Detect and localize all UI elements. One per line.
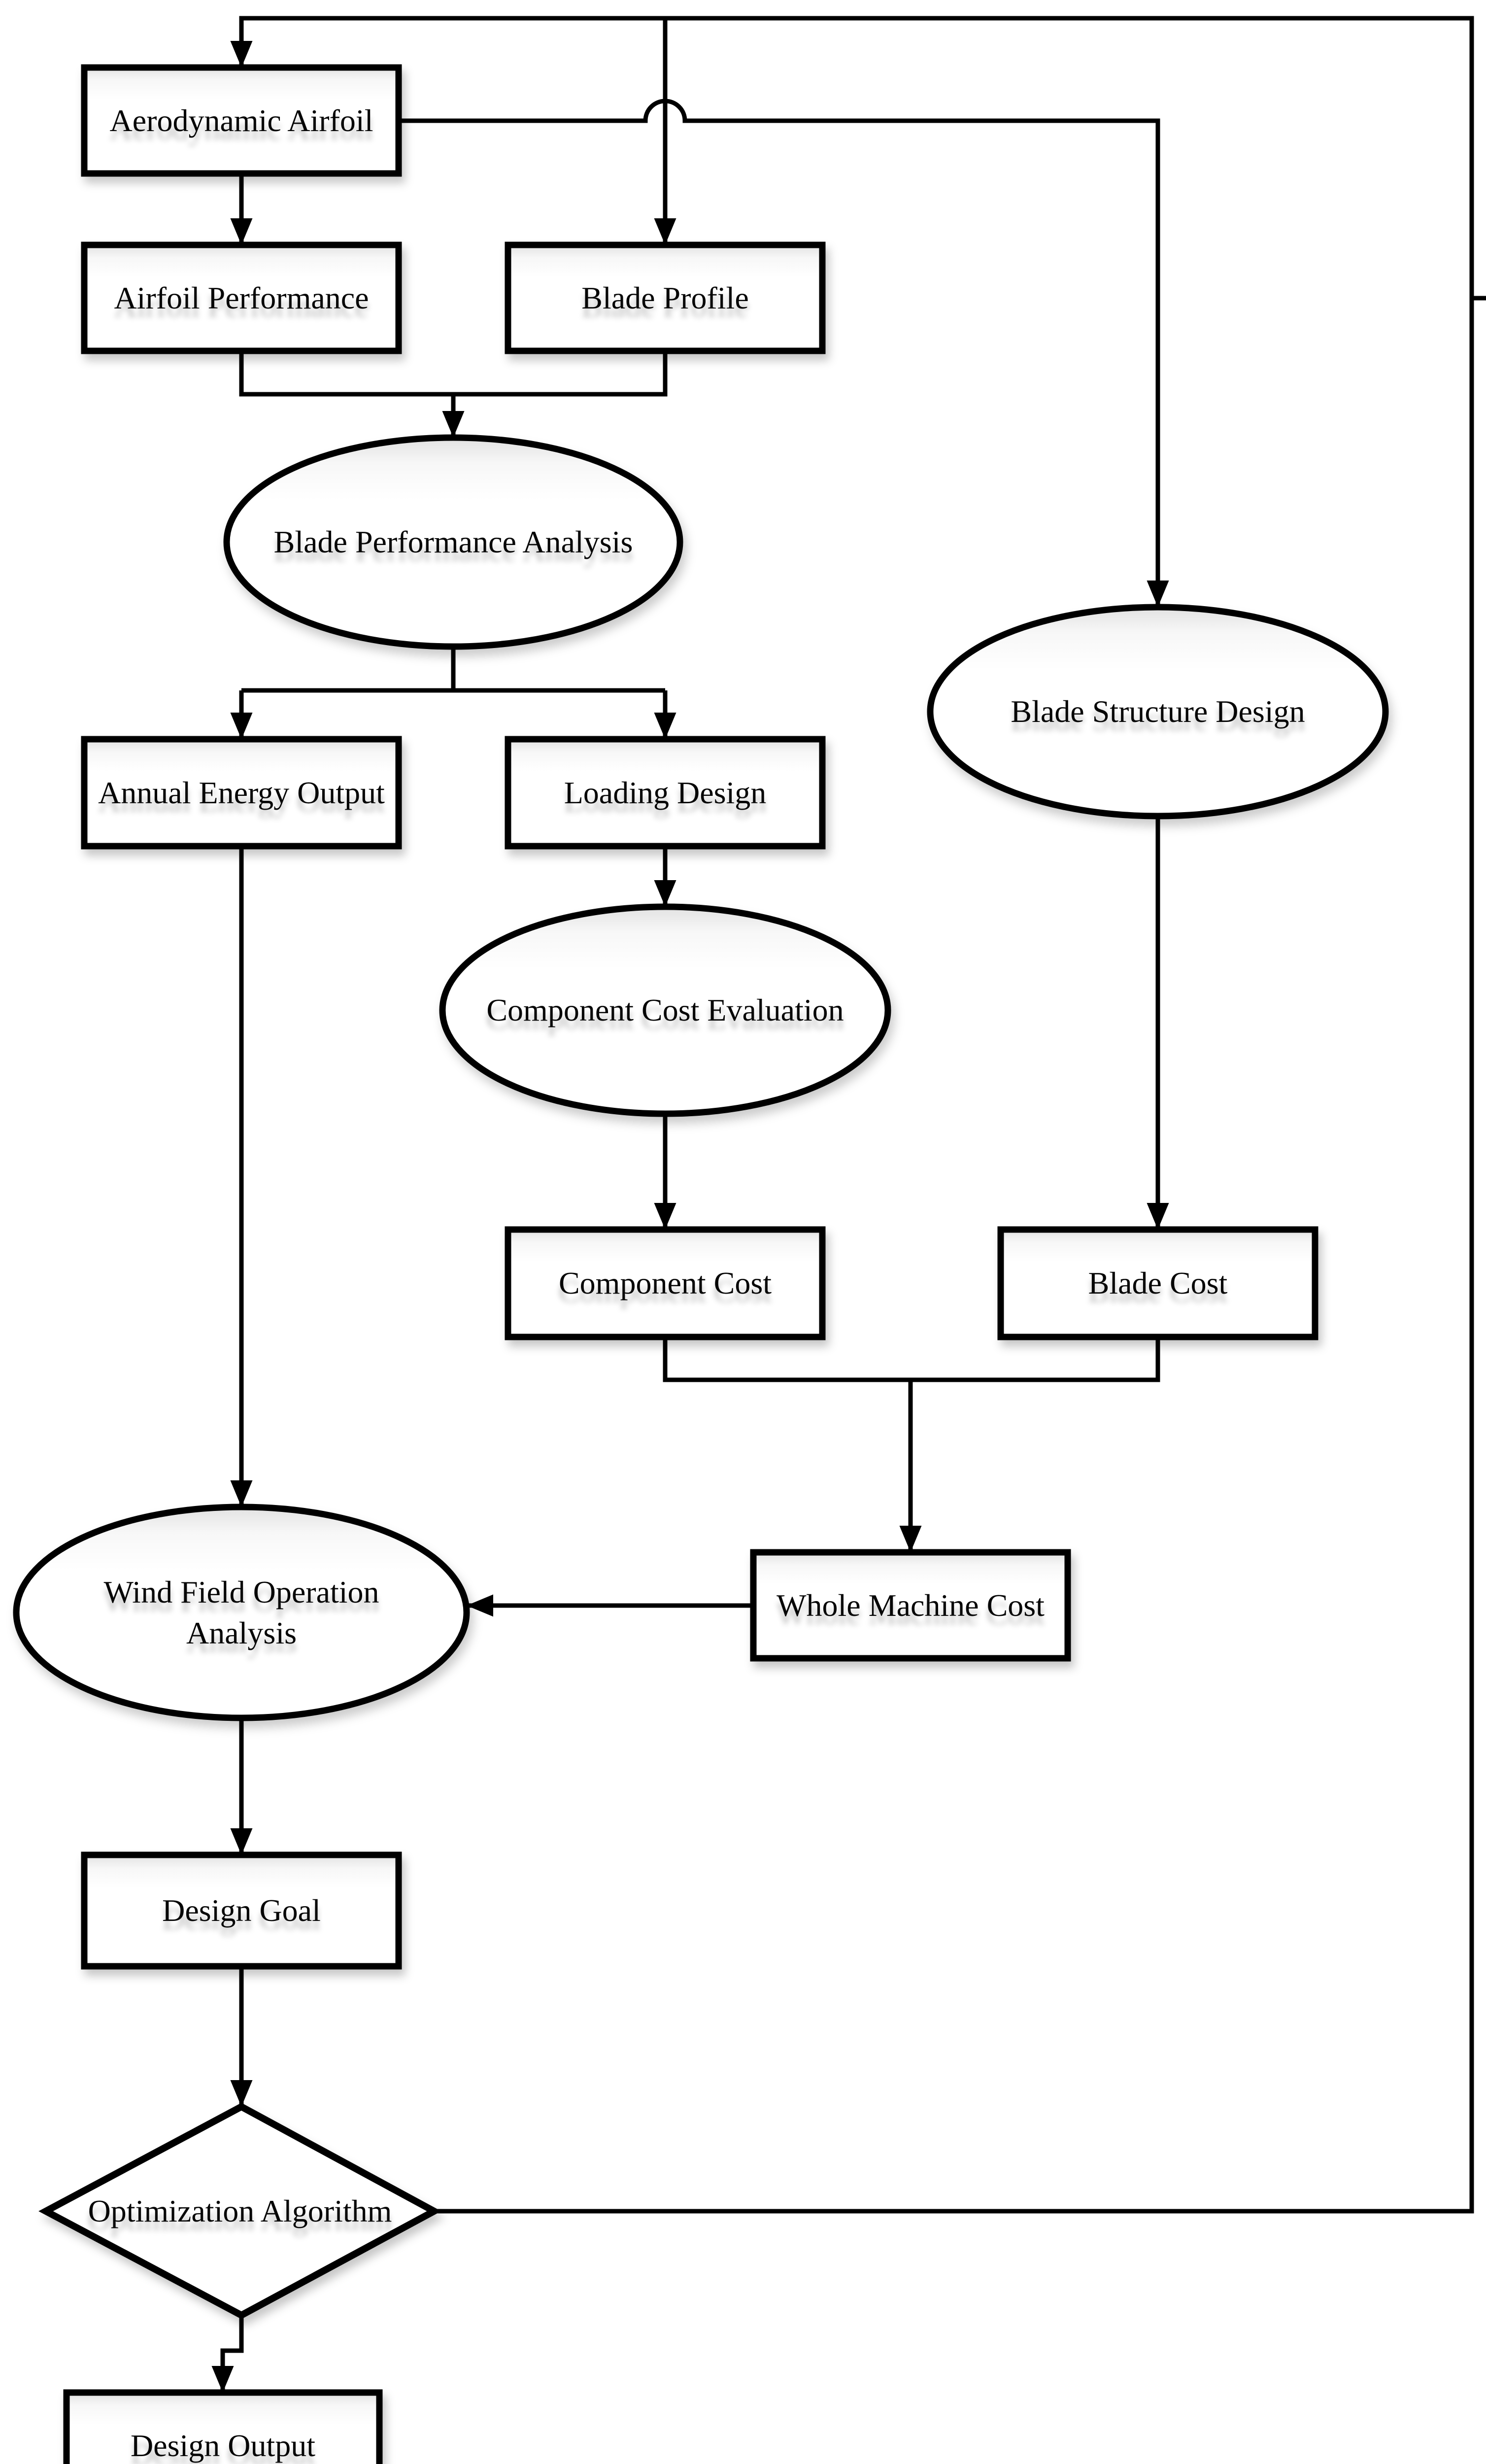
- airfoil-performance-box: [81, 241, 402, 354]
- blade-performance-analysis-ellipse: [223, 434, 683, 650]
- design-output-box: [63, 2389, 383, 2464]
- wind-field-operation-analysis-ellipse: [13, 1504, 470, 1721]
- aerodynamic-airfoil-box: [81, 64, 402, 177]
- connector-aerodynamic-to-structure-design: [399, 99, 1169, 607]
- optimization-algorithm-diamond: [38, 2103, 441, 2319]
- design-goal-box: [81, 1851, 402, 1970]
- component-cost-box: [505, 1226, 826, 1340]
- blade-cost-box: [997, 1226, 1318, 1340]
- component-cost-evaluation-ellipse: [439, 903, 891, 1117]
- shape-layer: [13, 64, 1389, 2464]
- blade-structure-design-ellipse: [927, 604, 1389, 820]
- annual-energy-output-box: [81, 736, 402, 850]
- connector-layer: [211, 16, 1486, 2393]
- connector-optimization-to-design-output: [211, 2315, 244, 2393]
- blade-profile-box: [505, 241, 826, 354]
- connector-feedback-loop: [230, 16, 1474, 2214]
- loading-design-box: [505, 736, 826, 850]
- connector-performance-profile-merge: [239, 351, 668, 397]
- connector-cost-merge: [663, 1337, 1160, 1382]
- whole-machine-cost-box: [750, 1549, 1071, 1662]
